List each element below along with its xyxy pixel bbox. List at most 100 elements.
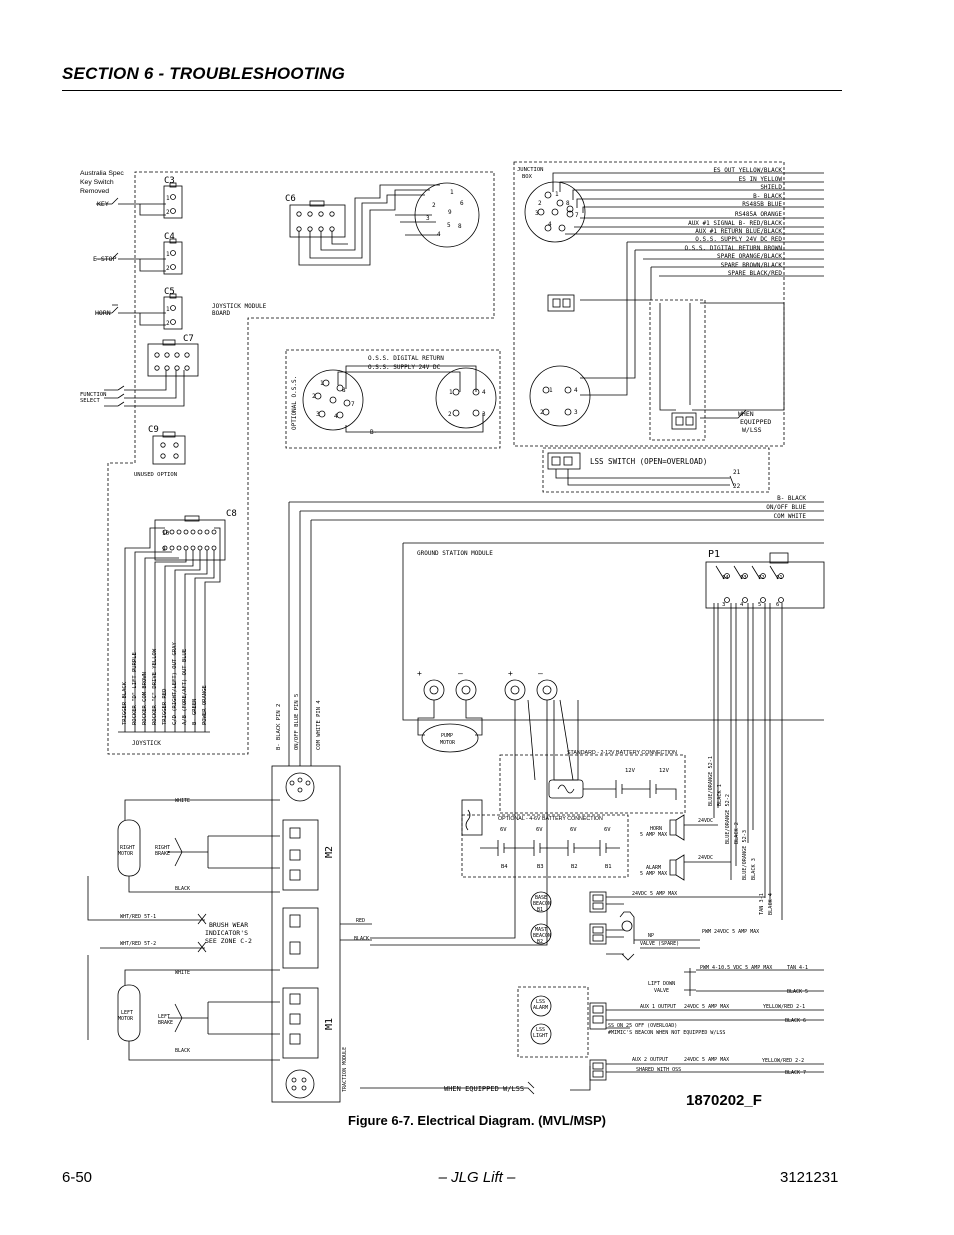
p1-pin-3: 3 bbox=[722, 602, 725, 608]
drawing-number: 1870202_F bbox=[686, 1092, 762, 1109]
traction-red: RED bbox=[356, 918, 365, 924]
aux2-rating: 24VDC 5 AMP MAX bbox=[684, 1057, 729, 1063]
yellow-red-21: YELLOW/RED 2-1 bbox=[763, 1004, 805, 1010]
label-oss-supply: O.S.S. SUPPLY 24V DC bbox=[368, 364, 441, 371]
ss-note-2: #MIMIC'S BEACON WHEN NOT EQUIPPED W/LSS bbox=[608, 1030, 725, 1036]
label-joystick-board: BOARD bbox=[212, 310, 230, 317]
joystick-wire-2: ROCKER "D" LIFT PURPLE bbox=[132, 652, 138, 725]
ground-station-bus bbox=[288, 501, 824, 766]
label-oss-bminus: B- bbox=[370, 429, 377, 436]
gsm-wire-7: TAN 3-1 bbox=[759, 893, 765, 915]
gsm-wire-8: BLACK 4 bbox=[768, 893, 774, 915]
battery-b1: B1 bbox=[605, 864, 612, 870]
label-horn: HORN bbox=[95, 309, 111, 317]
tan-41: TAN 4-1 bbox=[787, 965, 808, 971]
mast-beacon-1: MAST bbox=[535, 927, 547, 933]
label-lss-switch: LSS SWITCH (OPEN=OVERLOAD) bbox=[590, 457, 707, 466]
australia-spec-line-1: Australia Spec bbox=[80, 170, 124, 177]
svg-text:10: 10 bbox=[162, 530, 170, 537]
label-optional-oss: OPTIONAL O.S.S. bbox=[291, 376, 298, 430]
label-estop: E-STOP bbox=[93, 255, 117, 263]
black-6: BLACK 6 bbox=[785, 1018, 806, 1024]
traction-com-white: COM WHITE PIN 4 bbox=[316, 700, 322, 750]
connector-c7 bbox=[104, 339, 199, 407]
svg-text:7: 7 bbox=[575, 212, 579, 219]
right-white: WHITE bbox=[175, 798, 190, 804]
junction-wire-11: SPARE ORANGE/BLACK bbox=[717, 253, 782, 260]
svg-text:2: 2 bbox=[166, 320, 170, 327]
joystick-wire-6: C/D (RIGHT/LEFT) OUT GRAY bbox=[172, 642, 178, 725]
wht-red-52: WHT/RED 5T-2 bbox=[120, 941, 156, 947]
traction-black: BLACK bbox=[354, 936, 369, 942]
svg-text:8: 8 bbox=[342, 387, 346, 394]
gsm-wire-4: BLACK 2 bbox=[734, 822, 740, 844]
alarm-amp: 5 AMP MAX bbox=[640, 871, 667, 877]
alarm-24vdc: 24VDC bbox=[698, 855, 713, 861]
joystick-wire-1: TRIGGER BLACK bbox=[122, 681, 128, 725]
horn-label: HORN bbox=[650, 826, 662, 832]
svg-text:3: 3 bbox=[482, 411, 486, 418]
svg-text:2: 2 bbox=[538, 200, 542, 207]
svg-text:6: 6 bbox=[460, 200, 464, 207]
battery-b4: B4 bbox=[501, 864, 508, 870]
label-c6: C6 bbox=[285, 194, 296, 204]
p1-pin-13: 13 bbox=[740, 575, 747, 581]
bus-b-black: B- BLACK bbox=[777, 495, 806, 502]
doc-number: 3121231 bbox=[780, 1169, 839, 1186]
label-c3: C3 bbox=[164, 176, 175, 186]
label-select: SELECT bbox=[80, 398, 101, 404]
svg-text:1: 1 bbox=[549, 387, 553, 394]
junction-wire-1: ES OUT YELLOW/BLACK bbox=[713, 167, 782, 174]
pwm-lift: PWM 4-10.5 VDC 5 AMP MAX bbox=[700, 965, 772, 971]
svg-text:1: 1 bbox=[166, 251, 170, 258]
svg-text:2: 2 bbox=[312, 393, 316, 400]
connector-c4 bbox=[96, 238, 183, 275]
base-beacon-3: B1 bbox=[537, 907, 543, 913]
black-5: BLACK 5 bbox=[787, 989, 808, 995]
label-c9: C9 bbox=[148, 425, 159, 435]
svg-text:3: 3 bbox=[426, 215, 430, 222]
horn-amp: 5 AMP MAX bbox=[640, 832, 667, 838]
p1-pin-14: 14 bbox=[722, 575, 729, 581]
p1-pin-5: 5 bbox=[758, 602, 761, 608]
when-equipped-wlss: WHEN EQUIPPED W/LSS bbox=[444, 1085, 524, 1093]
junction-wire-8: AUX #1 RETURN BLUE/BLACK bbox=[695, 228, 782, 235]
bus-onoff-blue: ON/OFF BLUE bbox=[766, 504, 806, 511]
battery-optional bbox=[461, 799, 629, 878]
right-black: BLACK bbox=[175, 886, 190, 892]
svg-text:4: 4 bbox=[334, 413, 338, 420]
lss-alarm-box bbox=[517, 986, 824, 1091]
label-when: WHEN bbox=[738, 410, 754, 418]
lift-down-valve bbox=[684, 968, 824, 996]
right-brake-1: RIGHT bbox=[155, 845, 170, 851]
left-motor-1: LEFT bbox=[121, 1010, 133, 1016]
svg-text:–: – bbox=[538, 669, 543, 678]
svg-text:+: + bbox=[417, 669, 422, 678]
horn-alarm bbox=[669, 814, 731, 881]
yellow-red-22: YELLOW/RED 2-2 bbox=[762, 1058, 804, 1064]
p1-pin-12: 12 bbox=[758, 575, 765, 581]
base-beacon-2: BEACON bbox=[533, 901, 551, 907]
gsm-wire-2: BLACK 1 bbox=[717, 784, 723, 806]
left-brake-1: LEFT bbox=[158, 1014, 170, 1020]
label-equipped: EQUIPPED bbox=[740, 418, 771, 426]
svg-text:9: 9 bbox=[448, 209, 452, 216]
ground-station-module bbox=[370, 542, 825, 946]
svg-text:2: 2 bbox=[166, 265, 170, 272]
right-motor-2: MOTOR bbox=[118, 851, 134, 857]
battery-6v-1: 6V bbox=[500, 827, 507, 833]
lift-down-2: VALVE bbox=[654, 988, 669, 994]
battery-b2: B2 bbox=[571, 864, 578, 870]
connector-c5 bbox=[96, 293, 183, 330]
np-valve-1: NP bbox=[648, 933, 654, 939]
label-c8: C8 bbox=[226, 509, 237, 519]
lss-alarm-2: ALARM bbox=[533, 1005, 548, 1011]
svg-text:8: 8 bbox=[458, 223, 462, 230]
battery-b3: B3 bbox=[537, 864, 544, 870]
label-joystick: JOYSTICK bbox=[132, 740, 161, 747]
battery-12v-b: 12V bbox=[659, 768, 670, 774]
junction-wire-4: B- BLACK bbox=[753, 193, 782, 200]
junction-wire-6: RS485A ORANGE bbox=[735, 211, 782, 218]
junction-wire-12: SPARE BROWN/BLACK bbox=[721, 262, 783, 269]
section-title: SECTION 6 - TROUBLESHOOTING bbox=[62, 64, 346, 83]
